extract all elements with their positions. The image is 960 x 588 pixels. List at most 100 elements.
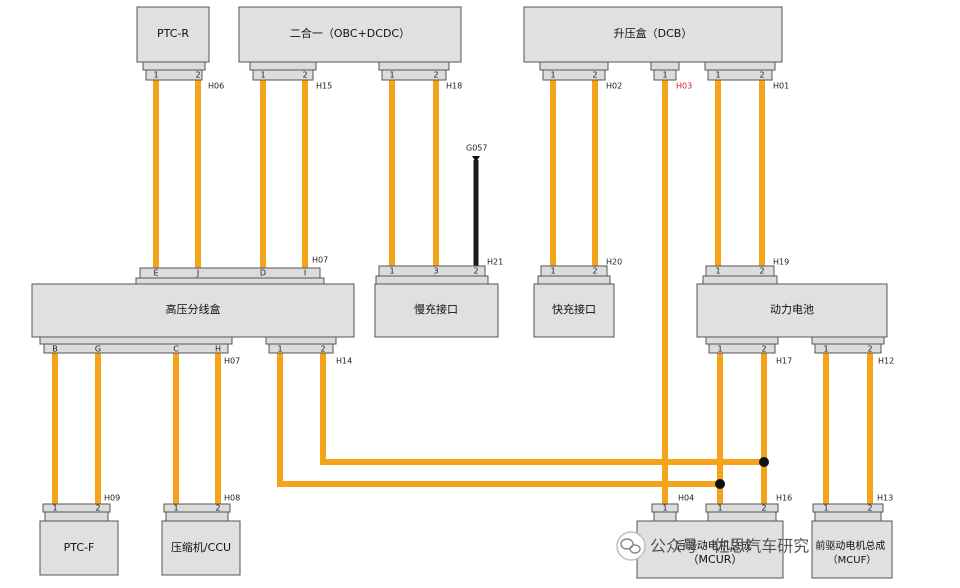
connector-id-h04: H04 — [678, 494, 694, 503]
svg-text:2: 2 — [761, 345, 766, 354]
connector-h17: 1 2 H17 — [705, 336, 792, 366]
svg-text:2: 2 — [867, 504, 872, 513]
svg-text:D: D — [260, 269, 266, 278]
label-obc-dcdc: 二合一（OBC+DCDC） — [290, 26, 410, 40]
svg-text:1: 1 — [52, 504, 57, 513]
connector-h07-bottom: B G C H H07 — [39, 336, 240, 366]
wire-h14-1 — [277, 353, 720, 487]
svg-text:2: 2 — [195, 71, 200, 80]
component-ptc-f: PTC-F — [39, 520, 119, 576]
connector-id-h08: H08 — [224, 494, 240, 503]
svg-text:B: B — [52, 345, 58, 354]
connector-id-h16: H16 — [776, 494, 792, 503]
connector-h09: 1 2 H09 — [42, 494, 120, 522]
wires — [52, 80, 873, 507]
connector-h06: 1 2 H06 — [142, 61, 224, 91]
label-mcuf: 前驱动电机总成 （MCUF） — [815, 539, 888, 566]
connector-h20: 1 2 H20 — [537, 258, 622, 285]
connector-h21: 1 3 2 H21 — [375, 258, 503, 285]
svg-text:1: 1 — [389, 267, 394, 276]
connector-h01: 1 2 H01 — [704, 61, 789, 91]
svg-text:J: J — [196, 269, 199, 278]
connector-id-h19: H19 — [773, 258, 789, 267]
svg-text:1: 1 — [662, 71, 667, 80]
label-pdu: 高压分线盒 — [166, 302, 221, 316]
label-dcb: 升压盒（DCB） — [614, 26, 693, 40]
connector-h19: 1 2 H19 — [702, 258, 789, 285]
connector-h07-top: E J D I H07 — [135, 256, 328, 285]
svg-text:1: 1 — [823, 345, 828, 354]
component-fast-charge: 快充接口 — [533, 283, 615, 338]
svg-text:2: 2 — [592, 267, 597, 276]
svg-text:2: 2 — [759, 71, 764, 80]
connector-id-h09: H09 — [104, 494, 120, 503]
component-battery: 动力电池 — [696, 283, 888, 338]
svg-text:2: 2 — [592, 71, 597, 80]
label-fast-charge: 快充接口 — [552, 302, 596, 316]
connector-h08: 1 2 H08 — [163, 494, 240, 522]
connector-h18: 1 2 H18 — [378, 61, 462, 91]
connector-id-h06: H06 — [208, 82, 224, 91]
connector-h03: 1 H03 — [650, 61, 692, 91]
component-compressor: 压缩机/CCU — [161, 520, 241, 576]
component-pdu: 高压分线盒 — [31, 283, 355, 338]
connector-id-h01: H01 — [773, 82, 789, 91]
svg-text:3: 3 — [433, 267, 438, 276]
connector-id-h07-bottom: H07 — [224, 357, 240, 366]
connector-h13: 1 2 H13 — [812, 494, 893, 522]
connector-id-h03: H03 — [676, 82, 692, 91]
svg-text:2: 2 — [473, 267, 478, 276]
svg-text:H: H — [215, 345, 221, 354]
svg-text:1: 1 — [662, 504, 667, 513]
svg-text:1: 1 — [715, 267, 720, 276]
svg-text:2: 2 — [759, 267, 764, 276]
connector-id-h17: H17 — [776, 357, 792, 366]
svg-text:I: I — [304, 269, 306, 278]
component-ptc-r: PTC-R — [136, 6, 210, 63]
svg-text:2: 2 — [302, 71, 307, 80]
svg-text:2: 2 — [761, 504, 766, 513]
connector-id-h07-top: H07 — [312, 256, 328, 265]
component-slow-charge: 慢充接口 — [374, 283, 499, 338]
connector-id-h02: H02 — [606, 82, 622, 91]
connector-h04: 1 H04 — [651, 494, 694, 522]
connector-h12: 1 2 H12 — [811, 336, 894, 366]
ground-symbol — [472, 156, 480, 162]
svg-text:1: 1 — [717, 345, 722, 354]
svg-text:2: 2 — [95, 504, 100, 513]
component-mcuf: 前驱动电机总成 （MCUF） — [811, 520, 893, 579]
svg-text:E: E — [153, 269, 158, 278]
label-ptc-f: PTC-F — [64, 541, 95, 554]
component-obc-dcdc: 二合一（OBC+DCDC） — [238, 6, 462, 63]
connector-id-h13: H13 — [877, 494, 893, 503]
wire-h14-2 — [320, 353, 764, 465]
svg-text:1: 1 — [823, 504, 828, 513]
svg-text:2: 2 — [215, 504, 220, 513]
svg-text:1: 1 — [717, 504, 722, 513]
svg-text:1: 1 — [173, 504, 178, 513]
label-ptc-r: PTC-R — [157, 27, 189, 40]
svg-text:1: 1 — [550, 267, 555, 276]
svg-text:2: 2 — [320, 345, 325, 354]
connector-id-h12: H12 — [878, 357, 894, 366]
svg-text:1: 1 — [550, 71, 555, 80]
connector-id-h14: H14 — [336, 357, 352, 366]
connector-id-h18: H18 — [446, 82, 462, 91]
connector-h02: 1 2 H02 — [539, 61, 622, 91]
svg-text:1: 1 — [277, 345, 282, 354]
ground-id-g057: G057 — [466, 144, 487, 153]
connector-h16: 1 2 H16 — [705, 494, 792, 522]
junction-dot-lower — [715, 479, 725, 489]
svg-text:G: G — [95, 345, 101, 354]
label-compressor: 压缩机/CCU — [171, 540, 231, 554]
connector-id-h15: H15 — [316, 82, 332, 91]
connector-h14: 1 2 H14 — [265, 336, 352, 366]
connector-h15: 1 2 H15 — [249, 61, 332, 91]
label-battery: 动力电池 — [770, 303, 814, 316]
junction-dot-upper — [759, 457, 769, 467]
label-slow-charge: 慢充接口 — [414, 302, 458, 316]
svg-text:1: 1 — [260, 71, 265, 80]
svg-text:1: 1 — [153, 71, 158, 80]
